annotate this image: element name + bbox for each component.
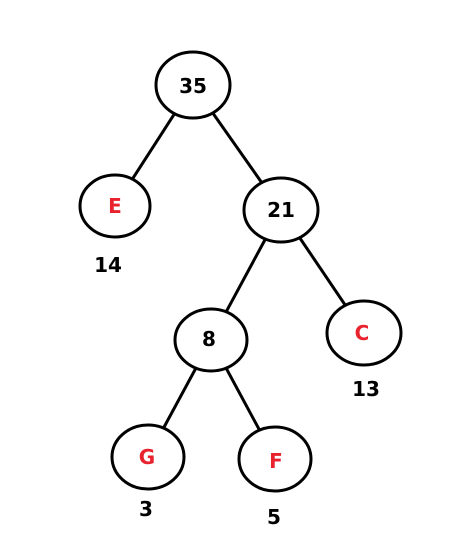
edge-root-e <box>130 112 177 181</box>
edge-root-n21 <box>211 111 264 185</box>
node-c-weight: 13 <box>352 377 380 401</box>
node-f-circle <box>237 425 313 493</box>
node-root-circle <box>154 50 232 120</box>
edge-n8-f <box>224 366 261 432</box>
node-8: 8 <box>173 307 249 373</box>
node-c: C 13 <box>325 299 403 401</box>
node-e-weight: 14 <box>94 253 122 277</box>
node-root-label: 35 <box>179 74 207 98</box>
node-e: E 14 <box>78 173 152 277</box>
node-e-label: E <box>108 194 122 218</box>
edge-n21-c <box>298 236 347 307</box>
node-f: F 5 <box>237 425 313 529</box>
edge-n8-g <box>162 366 198 430</box>
node-g-weight: 3 <box>139 497 153 521</box>
node-c-circle <box>325 299 403 367</box>
node-g-label: G <box>139 445 155 469</box>
node-root: 35 <box>154 50 232 120</box>
node-21-circle <box>242 176 320 244</box>
node-21: 21 <box>242 176 320 244</box>
node-c-label: C <box>355 321 370 345</box>
edge-n21-n8 <box>224 237 267 314</box>
node-f-weight: 5 <box>267 505 281 529</box>
node-f-label: F <box>269 449 283 473</box>
node-21-label: 21 <box>267 198 295 222</box>
node-e-circle <box>78 173 152 239</box>
node-8-label: 8 <box>202 327 216 351</box>
node-g: G 3 <box>110 423 186 521</box>
tree-edges <box>130 111 347 432</box>
node-g-circle <box>110 423 186 491</box>
node-8-circle <box>173 307 249 373</box>
